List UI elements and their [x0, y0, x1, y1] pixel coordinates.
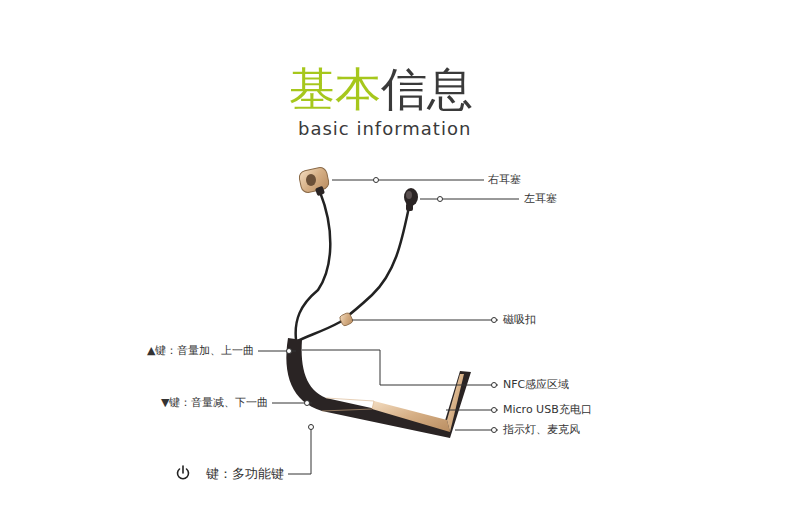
gold-edge [322, 398, 374, 411]
button-label: ▼键：音量减、下一曲 [161, 396, 268, 409]
left-earbud [404, 188, 418, 211]
gold-trim [447, 374, 464, 432]
right-cable [296, 192, 331, 340]
part-label: Micro USB充电口 [503, 403, 592, 416]
gold-trim [372, 401, 450, 432]
left-cable [296, 207, 409, 342]
power-icon [178, 466, 189, 479]
button-label: ▲键：音量加、上一曲 [147, 344, 254, 357]
part-label: 磁吸扣 [503, 313, 536, 326]
leader-lines [258, 180, 519, 474]
leader-dots [287, 178, 497, 433]
part-label: 指示灯、麦克风 [503, 423, 580, 436]
part-label: NFC感应区域 [503, 378, 569, 391]
right-earbud [298, 166, 330, 196]
button-label: 键：多功能键 [206, 466, 284, 482]
part-label: 右耳塞 [488, 173, 521, 186]
neckband [286, 338, 471, 438]
part-label: 左耳塞 [524, 192, 557, 205]
page-title: 基本信息 [289, 62, 473, 117]
magnetic-clasp [339, 312, 354, 327]
subtitle: basic information [298, 118, 471, 140]
